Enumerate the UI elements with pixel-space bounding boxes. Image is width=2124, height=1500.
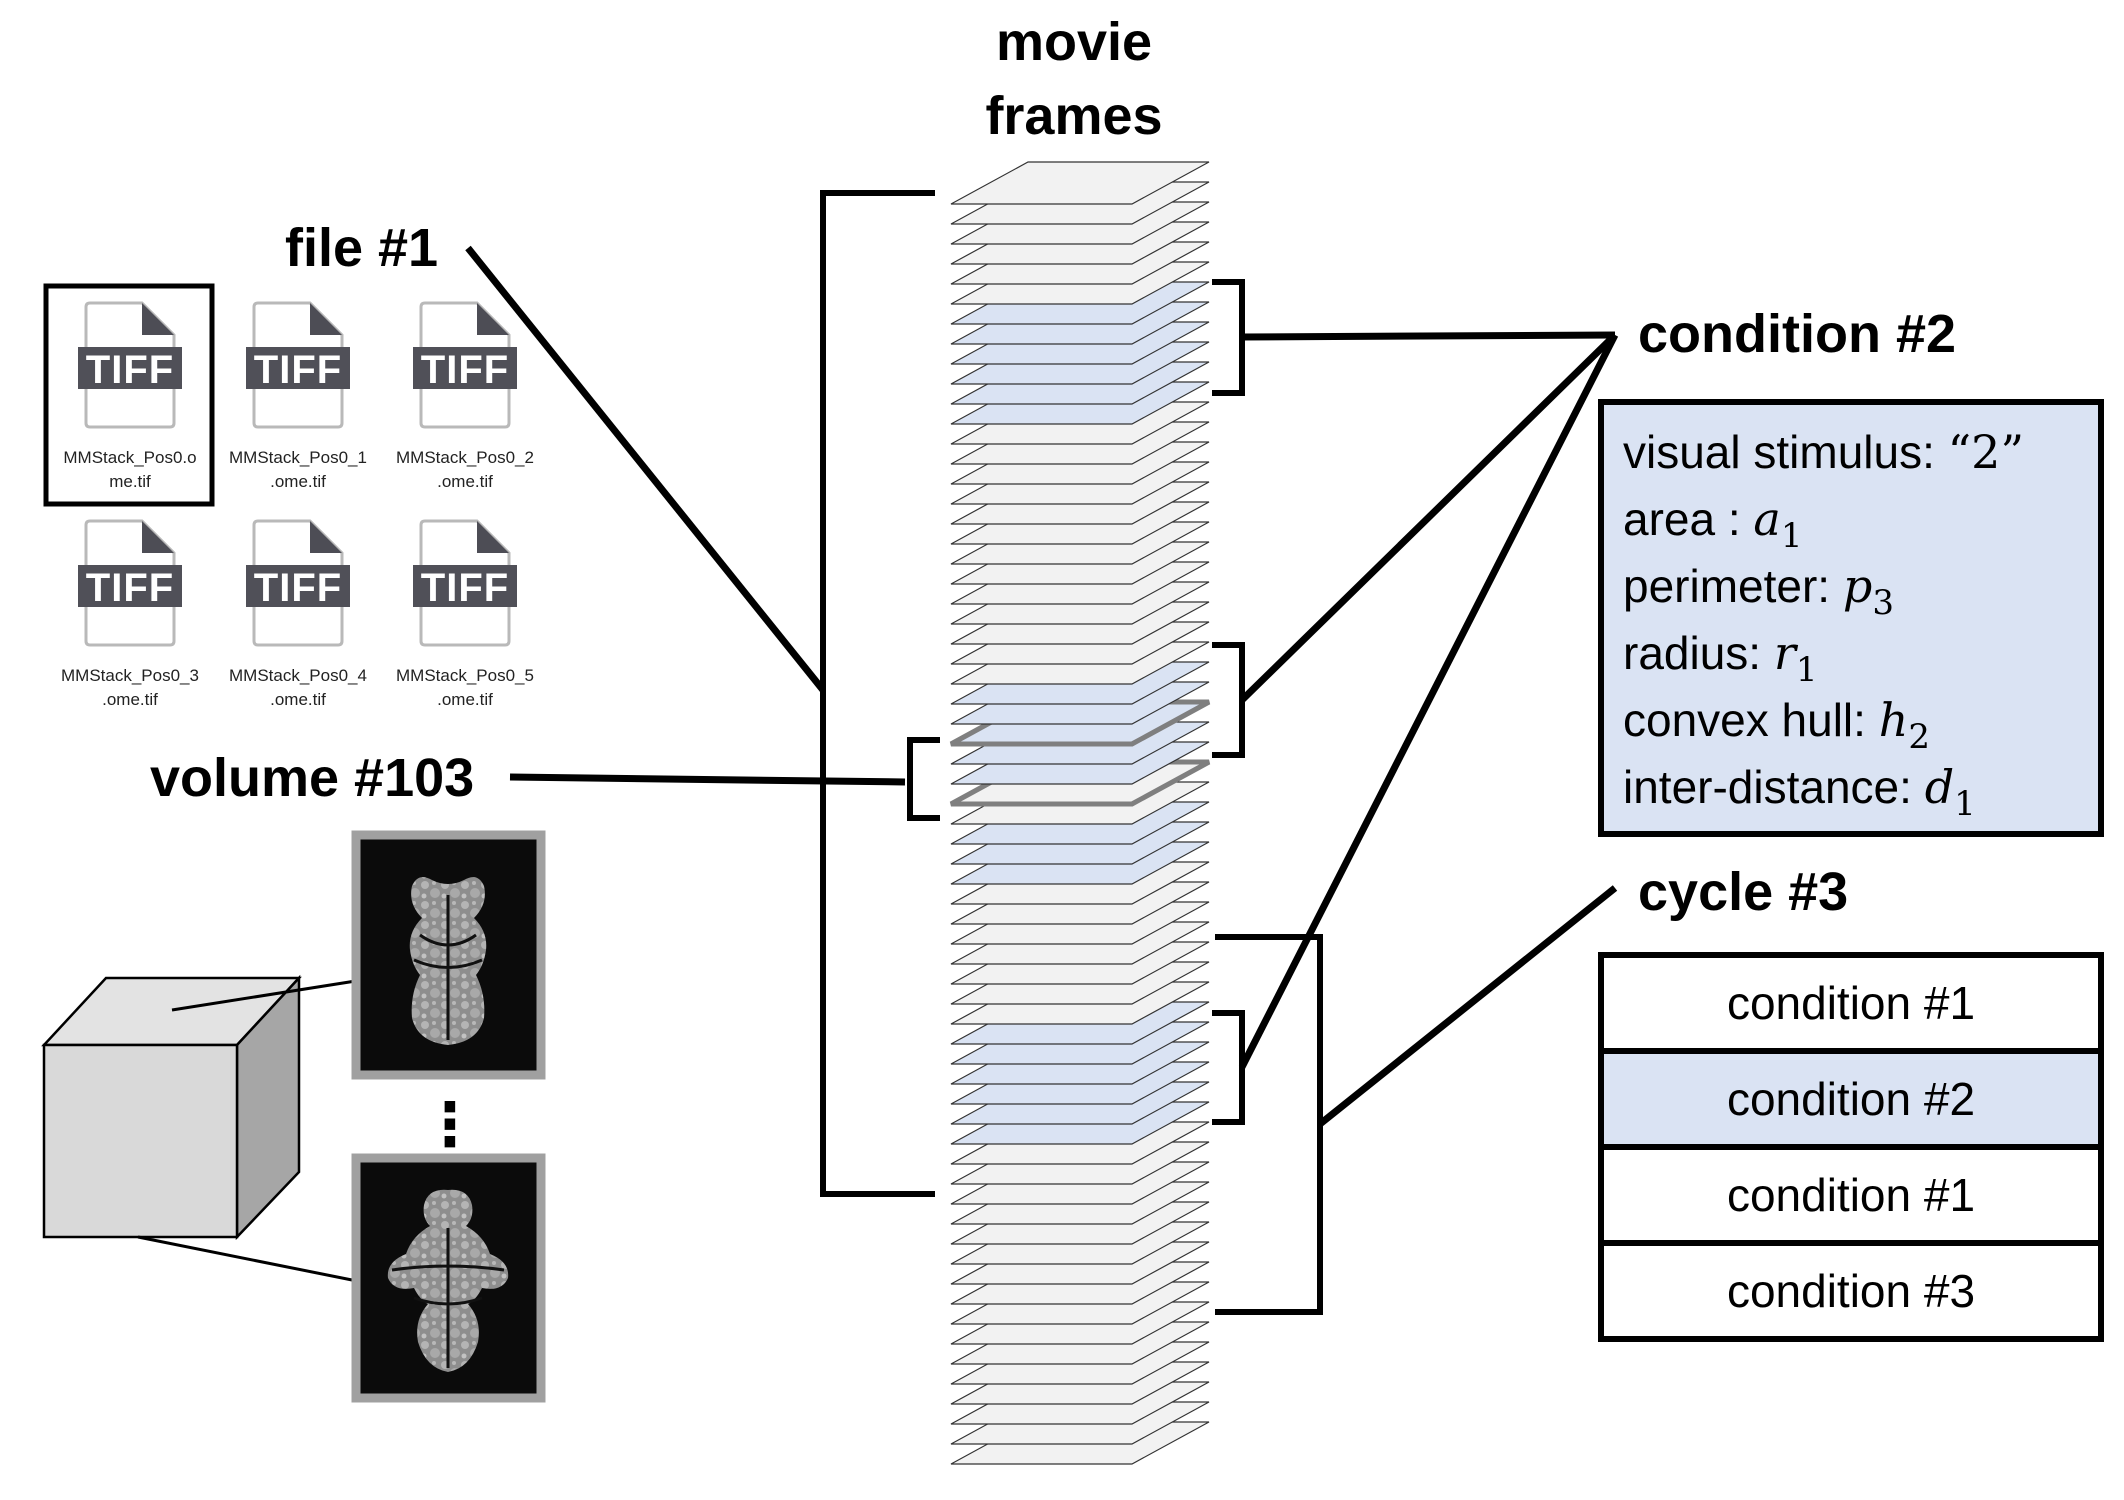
- file-name-line1: MMStack_Pos0_3: [61, 666, 199, 685]
- condition-properties-box: [1598, 399, 2104, 837]
- cycle-condition-cell: [1598, 1240, 2104, 1342]
- cycle-condition-cell: [1598, 1048, 2104, 1150]
- condition-properties-list: visual stimulus: “2” area : a1perimeter: …: [1623, 425, 2024, 824]
- file-pointer-line: [465, 245, 826, 693]
- cycle-bracket: [1215, 934, 1323, 1315]
- cycle-condition-label: condition #1: [1727, 977, 1975, 1029]
- file-bracket: [820, 190, 935, 1197]
- frame-stack: [949, 161, 1211, 1465]
- cycle-condition-cell: [1598, 952, 2104, 1054]
- tiff-file-grid: TIFFMMStack_Pos0.ome.tifTIFFMMStack_Pos0…: [61, 301, 534, 709]
- condition-property: radius: r1: [1623, 626, 1818, 690]
- tiff-badge-text: TIFF: [86, 348, 174, 392]
- brain-slice-bottom: [351, 1153, 546, 1403]
- movie-frame: [950, 161, 1210, 205]
- brain-slice-top: [351, 830, 546, 1080]
- file-name-line2: .ome.tif: [437, 690, 493, 709]
- volume-pointer-line: [509, 773, 906, 786]
- file-name-line2: .ome.tif: [270, 690, 326, 709]
- condition-pointer-line-2: [1239, 332, 1618, 703]
- volume-bracket: [907, 737, 940, 821]
- file-name-line2: .ome.tif: [270, 472, 326, 491]
- cycle-label: cycle #3: [1638, 862, 1848, 922]
- movie-frames-title-line2: frames: [985, 86, 1162, 146]
- file-label: file #1: [285, 218, 438, 278]
- volume-label: volume #103: [150, 748, 474, 808]
- tiff-badge-text: TIFF: [421, 348, 509, 392]
- tiff-badge-text: TIFF: [86, 566, 174, 610]
- file-name-line2: .ome.tif: [437, 472, 493, 491]
- condition-property: perimeter: p3: [1623, 559, 1894, 623]
- tiff-badge-text: TIFF: [254, 348, 342, 392]
- condition-property: visual stimulus: “2”: [1623, 425, 2024, 479]
- tiff-file-item[interactable]: TIFF MMStack_Pos0_4 .ome.tif: [229, 519, 367, 709]
- file-name-line2: me.tif: [109, 472, 151, 491]
- condition-pointer-line-3: [1238, 333, 1619, 1069]
- cycle-condition-label: condition #2: [1727, 1073, 1975, 1125]
- cycle-condition-label: condition #3: [1727, 1265, 1975, 1317]
- cube-to-bottom-slice-line: [137, 1235, 363, 1284]
- condition-property: inter-distance: d1: [1623, 760, 1976, 824]
- volume-cube: [41, 974, 302, 1241]
- file-name-line1: MMStack_Pos0.o: [63, 448, 196, 467]
- selected-file-outline: [43, 283, 215, 507]
- file-name-line1: MMStack_Pos0_2: [396, 448, 534, 467]
- tiff-file-item[interactable]: TIFF MMStack_Pos0.o me.tif: [63, 301, 197, 491]
- condition-bracket-2: [1212, 642, 1245, 758]
- file-name-line2: .ome.tif: [102, 690, 158, 709]
- tiff-file-item[interactable]: TIFF MMStack_Pos0_3 .ome.tif: [61, 519, 199, 709]
- file-name-line1: MMStack_Pos0_5: [396, 666, 534, 685]
- condition-bracket-1: [1212, 279, 1245, 396]
- cycle-condition-label: condition #1: [1727, 1169, 1975, 1221]
- tiff-file-item[interactable]: TIFF MMStack_Pos0_5 .ome.tif: [396, 519, 534, 709]
- condition-label: condition #2: [1638, 304, 1956, 364]
- tiff-badge-text: TIFF: [421, 566, 509, 610]
- condition-pointer-line-1: [1241, 331, 1616, 341]
- cycle-pointer-line: [1317, 885, 1618, 1127]
- cube-to-top-slice-line: [171, 978, 363, 1012]
- tiff-file-item[interactable]: TIFF MMStack_Pos0_1 .ome.tif: [229, 301, 367, 491]
- tiff-file-item[interactable]: TIFF MMStack_Pos0_2 .ome.tif: [396, 301, 534, 491]
- tiff-badge-text: TIFF: [254, 566, 342, 610]
- cycle-conditions-table: condition #1 condition #2 condition #1 cond…: [1598, 952, 2104, 1342]
- file-name-line1: MMStack_Pos0_1: [229, 448, 367, 467]
- condition-property: convex hull: h2: [1623, 693, 1930, 757]
- condition-property: area : a1: [1623, 492, 1803, 556]
- condition-bracket-3: [1212, 1010, 1245, 1125]
- file-name-line1: MMStack_Pos0_4: [229, 666, 367, 685]
- movie-frames-title-line1: movie: [996, 12, 1152, 72]
- ellipsis-vertical: ⋮: [420, 1091, 480, 1158]
